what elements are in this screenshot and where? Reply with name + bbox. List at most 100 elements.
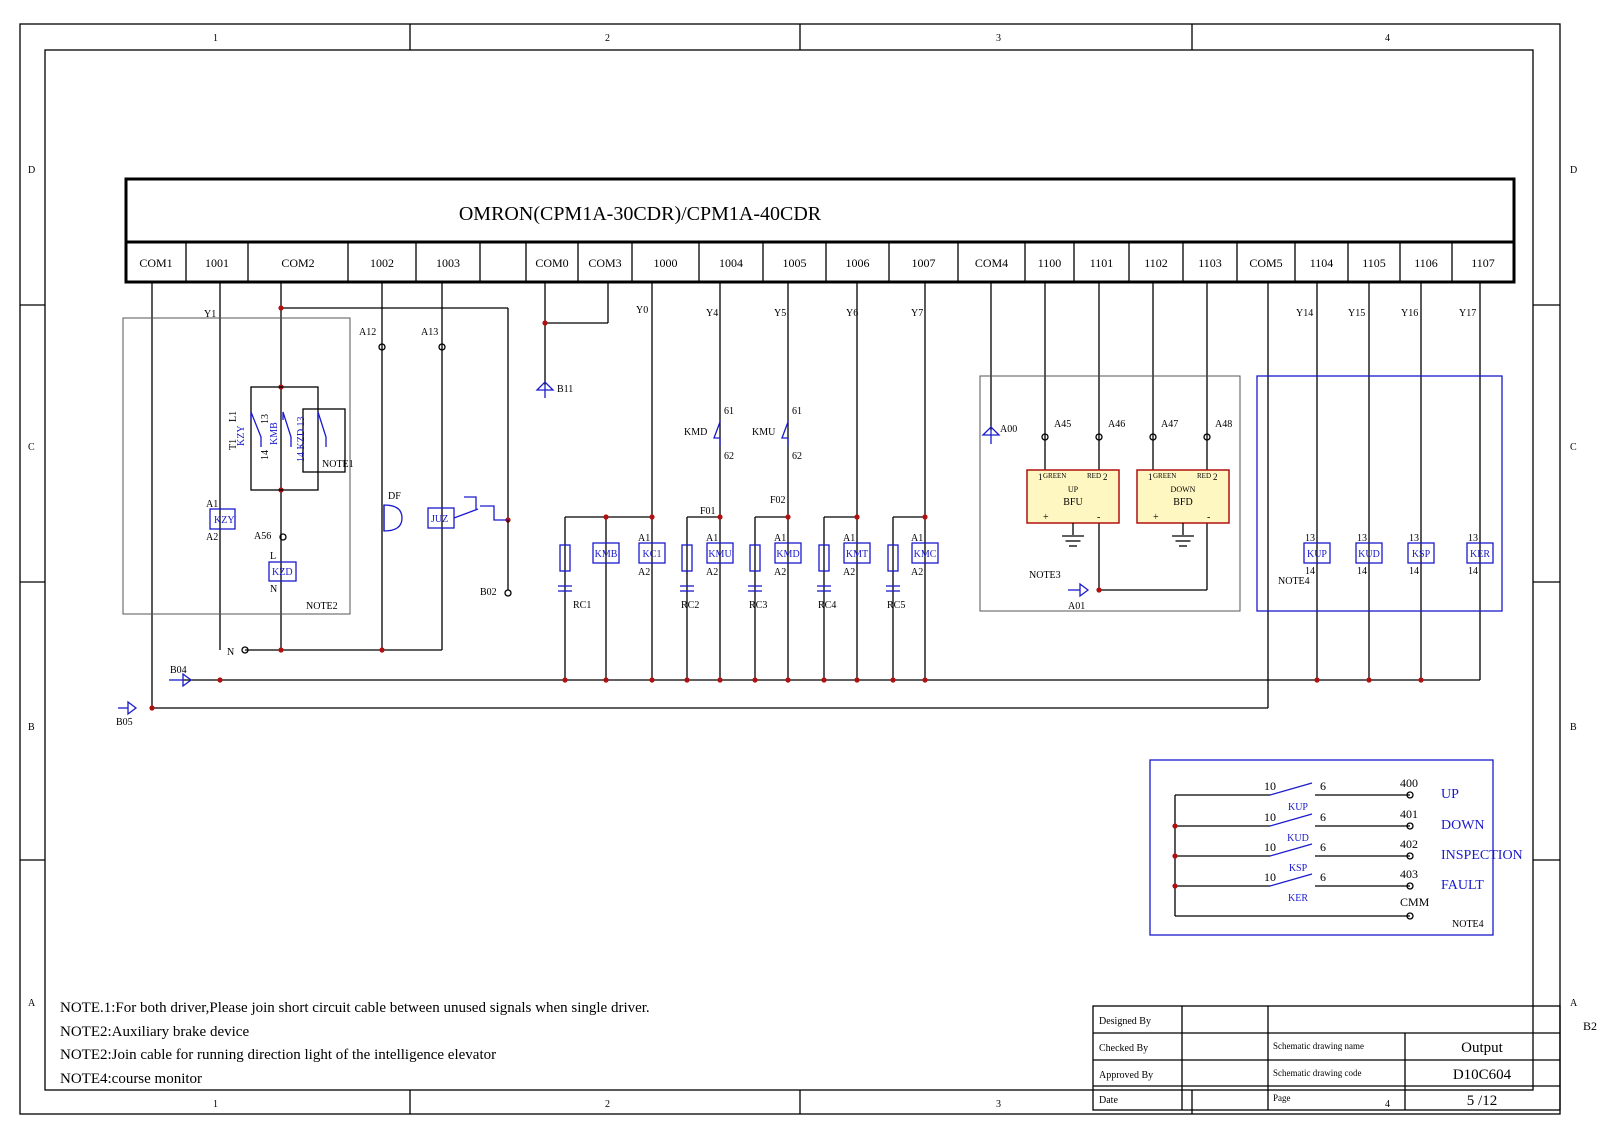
monitor-contact-left: 10 [1264,810,1276,824]
monitor-terminal [1406,882,1414,890]
wire-label-y14: Y14 [1296,308,1313,319]
junction-dot [1172,883,1178,889]
plc-title: OMRON(CPM1A-30CDR)/CPM1A-40CDR [459,203,822,225]
wire-label-a12: A12 [359,327,376,338]
wire-label-a45: A45 [1054,419,1071,430]
coil-a1: A1 [843,533,855,544]
monitor-terminal-number: 401 [1400,807,1418,821]
note-line-4: NOTE4:course monitor [60,1071,202,1087]
light-minus: - [1097,512,1100,523]
plc-terminal-1101: 1101 [1090,256,1114,270]
wire-label-y0: Y0 [636,305,648,316]
light-direction: DOWN [1171,485,1196,494]
wire-label-a13: A13 [421,327,438,338]
monitor-contact-blade [1269,873,1313,887]
relay-coil-label: KC1 [643,549,662,560]
snubber-label: RC5 [887,600,905,611]
monitor-relay-ker [1466,542,1494,564]
monitor-signal-name: DOWN [1441,818,1485,833]
light-direction: UP [1068,485,1079,494]
plc-terminal-1102: 1102 [1144,256,1168,270]
monitor-terminal [1406,822,1414,830]
wire-label-a48: A48 [1215,419,1232,430]
plc-terminal-COM3: COM3 [588,256,621,270]
snubber-label: RC3 [749,600,767,611]
kmb-contact-label: KMB [269,422,280,445]
light-minus: - [1207,512,1210,523]
monitor-terminal-number: 403 [1400,867,1418,881]
title-block: Designed By Checked By Approved By Date … [1092,1005,1597,1111]
wire-label-y1: Y1 [204,309,216,320]
col-label-4-bottom: 4 [1385,1099,1390,1110]
snubber-resistor [559,544,571,572]
interlock-label: KMU [752,427,776,438]
relay-coil-label: KMC [914,549,937,560]
plc-terminal-1103: 1103 [1198,256,1222,270]
monitor-contact-right: 6 [1320,870,1326,884]
col-label-3: 3 [996,33,1001,44]
plc-terminal-1104: 1104 [1310,256,1334,270]
drawing-name-label: Schematic drawing name [1273,1041,1364,1051]
monitor-relay-top: 13 [1305,533,1315,544]
side-mark: B2 [1583,1019,1597,1033]
snubber-label: RC2 [681,600,699,611]
wire-label-f02: F02 [770,495,786,506]
monitor-contact-right: 6 [1320,779,1326,793]
monitor-contact-blade [1269,813,1313,827]
interlock-contact-symbol [781,420,789,446]
plc-terminal-1007: 1007 [912,256,936,270]
snubber-resistor [749,544,761,572]
wire-label-a01: A01 [1068,601,1085,612]
monitor-contact-blade [1269,843,1313,857]
checked-by-label: Checked By [1099,1043,1148,1054]
wire-label-b11: B11 [557,384,573,395]
light-pin-2: 2 [1103,472,1108,482]
df-juz-group: DF JUZ [383,491,508,532]
monitor-relay-top: 13 [1357,533,1367,544]
row-label-c-right: C [1570,442,1577,453]
row-label-b-right: B [1570,722,1577,733]
snubber-label: RC1 [573,600,591,611]
light-name: BFD [1173,497,1192,508]
snubber-resistor [818,544,830,572]
wire-label-a56: A56 [254,531,271,542]
plc-terminal-COM2: COM2 [281,256,314,270]
relay-coil-kmc [911,542,939,564]
monitor-relay-bottom: 14 [1305,566,1315,577]
relay-coil-kmd [774,542,802,564]
monitor-relay-top: 13 [1409,533,1419,544]
monitor-common: CMM [1400,895,1430,909]
monitor-relay-label: KUD [1358,549,1380,560]
row-label-a-right: A [1570,998,1578,1009]
coil-a2: A2 [774,567,786,578]
note1-tag: NOTE1 [322,459,354,470]
monitor-relay-bottom: 14 [1468,566,1478,577]
monitor-relay-label: KSP [1412,549,1431,560]
col-label-2: 2 [605,33,610,44]
coil-a2: A2 [911,567,923,578]
monitor-contact-right: 6 [1320,810,1326,824]
wire-label-y15: Y15 [1348,308,1365,319]
relay-kzy [209,508,236,530]
junction-dot [1172,853,1178,859]
brake-group: KZY A1 A2 KZD L N T1 L1 KZY 13 14 KMB [122,317,354,615]
light-name: BFU [1063,497,1083,508]
relay-coil-kmt [843,542,871,564]
relay-coil-label: KMD [776,549,799,560]
coil-a1: A1 [706,533,718,544]
plc-terminal-1000: 1000 [654,256,678,270]
interlock-bottom: 62 [792,451,802,462]
monitor-relay-ksp [1407,542,1435,564]
light-right-tag: RED [1197,472,1211,480]
snubber-label: RC4 [818,600,836,611]
snubber-resistor [887,544,899,572]
monitor-contact-relay: KSP [1289,863,1308,874]
plc-terminal-1003: 1003 [436,256,460,270]
row-label-a: A [28,998,36,1009]
df-symbol [383,504,403,532]
